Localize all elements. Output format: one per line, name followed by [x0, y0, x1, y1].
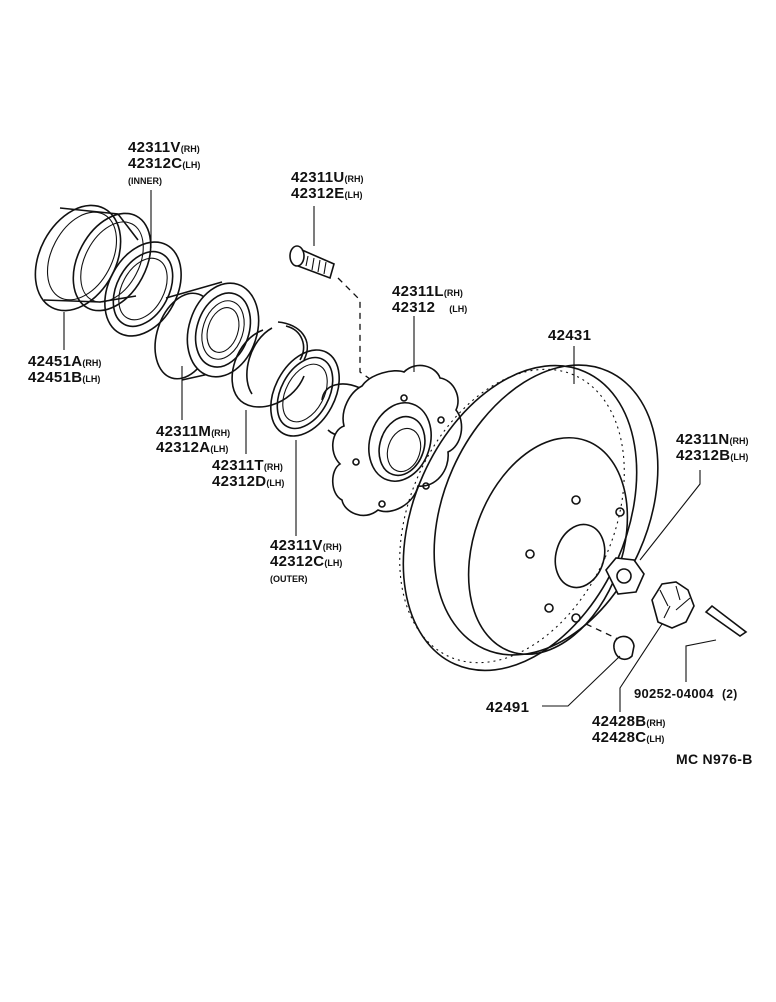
part-number: 42451B — [28, 369, 83, 386]
label-cap: 42491 — [486, 700, 529, 716]
side-note: (LH) — [449, 304, 468, 314]
part-number: 42312A — [156, 439, 211, 456]
label-brake-rotor: 42431 — [548, 328, 591, 344]
part-number: 42311U — [291, 169, 345, 186]
hub-bolt-drawing — [289, 245, 401, 401]
label-hub-bearing: 42311M(RH) 42312A(LH) — [156, 424, 230, 456]
label-axle-hub: 42311L(RH) 42312 (LH) — [392, 284, 467, 316]
position-note: (OUTER) — [270, 574, 308, 584]
brake-rotor-drawing — [399, 364, 659, 672]
part-number: 42311T — [212, 457, 264, 474]
part-number: 42312B — [676, 447, 731, 464]
side-note: (LH) — [344, 190, 363, 200]
label-hub-nut: 42311N(RH) 42312B(LH) — [676, 432, 749, 464]
bearing-case-drawing — [34, 204, 152, 312]
part-number: 42311L — [392, 283, 444, 300]
inner-seal-drawing — [104, 241, 182, 337]
label-lock-cap: 42428B(RH) 42428C(LH) — [592, 714, 665, 746]
hub-bearing-drawing — [154, 281, 260, 381]
part-number: 42428C — [592, 729, 647, 746]
side-note: (RH) — [211, 428, 231, 438]
part-number: 90252-04004 — [634, 686, 714, 701]
part-number: 42428B — [592, 713, 647, 730]
label-cotter-pin: 90252-04004 (2) — [634, 686, 738, 702]
label-hub-bolt: 42311U(RH) 42312E(LH) — [291, 170, 364, 202]
side-note: (RH) — [344, 174, 364, 184]
cotter-pin-drawing — [704, 604, 748, 637]
label-bearing-case: 42451A(RH) 42451B(LH) — [28, 354, 101, 386]
part-number: 42311M — [156, 423, 212, 440]
part-number: 42312C — [128, 155, 183, 172]
position-note: (INNER) — [128, 176, 162, 186]
label-snap-ring: 42311T(RH) 42312D(LH) — [212, 458, 284, 490]
side-note: (LH) — [646, 734, 665, 744]
quantity-note: (2) — [721, 687, 738, 701]
part-number: 42311V — [128, 139, 181, 156]
side-note: (RH) — [443, 288, 463, 298]
part-number: 42312D — [212, 473, 267, 490]
label-inner-seal: 42311V(RH) 42312C(LH) (INNER) — [128, 140, 200, 188]
part-number: 42451A — [28, 353, 83, 370]
snap-ring-drawing — [231, 321, 309, 408]
diagram-code: MC N976-B — [676, 751, 753, 767]
part-number: 42312E — [291, 185, 345, 202]
side-note: (LH) — [210, 444, 229, 454]
part-number: 42312C — [270, 553, 325, 570]
side-note: (LH) — [182, 160, 201, 170]
side-note: (LH) — [266, 478, 285, 488]
side-note: (RH) — [729, 436, 749, 446]
part-number: 42311V — [270, 537, 323, 554]
axle-hub-drawing — [321, 364, 463, 517]
part-number: 42431 — [548, 327, 592, 344]
side-note: (RH) — [646, 718, 666, 728]
part-number: 42311N — [676, 431, 730, 448]
hub-nut-drawing — [605, 557, 645, 595]
lock-cap-drawing — [651, 581, 695, 629]
side-note: (RH) — [322, 542, 342, 552]
side-note: (RH) — [180, 144, 200, 154]
side-note: (LH) — [730, 452, 749, 462]
side-note: (RH) — [82, 358, 102, 368]
side-note: (LH) — [324, 558, 343, 568]
outer-seal-drawing — [270, 349, 340, 437]
label-outer-seal: 42311V(RH) 42312C(LH) (OUTER) — [270, 538, 342, 586]
leader-lines — [63, 190, 717, 712]
side-note: (RH) — [263, 462, 283, 472]
part-number: 42491 — [486, 699, 530, 716]
side-note: (LH) — [82, 374, 101, 384]
part-number: 42312 — [392, 299, 436, 316]
cap-drawing — [613, 635, 635, 661]
